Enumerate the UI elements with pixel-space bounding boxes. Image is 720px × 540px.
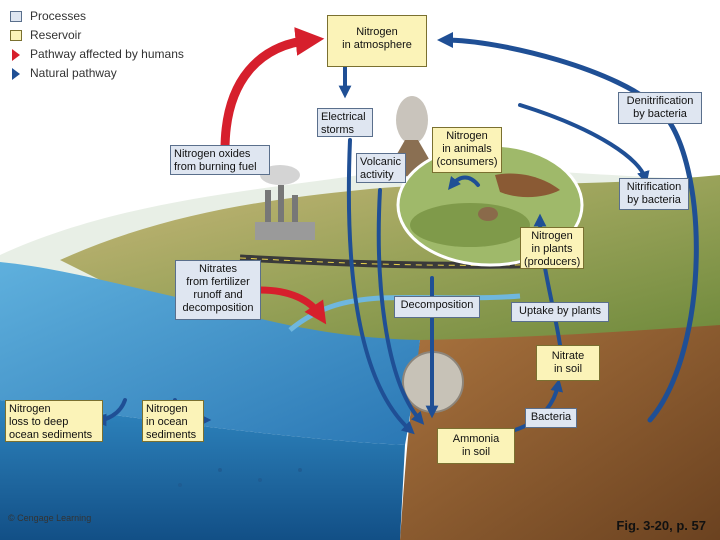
process-nitrification: Nitrification by bacteria xyxy=(619,178,689,210)
reservoir-ammonia-soil: Ammonia in soil xyxy=(437,428,515,464)
process-nitrogen-oxides: Nitrogen oxides from burning fuel xyxy=(170,145,270,175)
human-arrow-icon xyxy=(12,49,20,61)
reservoir-swatch xyxy=(10,30,22,41)
legend-natural-label: Natural pathway xyxy=(30,66,117,80)
legend: Processes Reservoir Pathway affected by … xyxy=(10,8,190,84)
process-volcanic-activity: Volcanic activity xyxy=(356,153,406,183)
process-decomposition: Decomposition xyxy=(394,296,480,318)
process-uptake: Uptake by plants xyxy=(511,302,609,322)
reservoir-animals: Nitrogen in animals (consumers) xyxy=(432,127,502,173)
factory xyxy=(255,165,315,240)
process-denitrification: Denitrification by bacteria xyxy=(618,92,702,124)
process-nitrates-runoff: Nitrates from fertilizer runoff and deco… xyxy=(175,260,261,320)
reservoir-nitrate-soil: Nitrate in soil xyxy=(536,345,600,381)
natural-arrow-icon xyxy=(12,68,20,80)
figure-caption: Fig. 3-20, p. 57 xyxy=(616,518,706,533)
legend-reservoir-label: Reservoir xyxy=(30,28,82,42)
process-swatch xyxy=(10,11,22,22)
arrow-volcanic-to-soil xyxy=(376,188,425,425)
sediment-dots xyxy=(178,468,302,487)
process-electrical-storms: Electrical storms xyxy=(317,108,373,137)
arrow-plants-to-animals xyxy=(447,175,480,190)
arrow-nitrification xyxy=(518,103,650,185)
reservoir-ocean-sediments: Nitrogen in ocean sediments xyxy=(142,400,204,442)
volcano-plume xyxy=(396,96,428,144)
legend-processes: Processes xyxy=(10,8,190,27)
reservoir-atmosphere: Nitrogen in atmosphere xyxy=(327,15,427,67)
legend-reservoir: Reservoir xyxy=(10,27,190,46)
human-pathways xyxy=(220,27,327,325)
arrow-oxides-to-atmosphere xyxy=(220,27,325,155)
legend-human: Pathway affected by humans xyxy=(10,46,190,65)
legend-natural: Natural pathway xyxy=(10,65,190,84)
legend-processes-label: Processes xyxy=(30,9,87,23)
arrow-storm-to-soil xyxy=(346,138,415,435)
soil-block xyxy=(400,325,720,540)
credit-line: © Cengage Learning xyxy=(8,513,92,523)
reservoir-plants: Nitrogen in plants (producers) xyxy=(520,227,584,269)
ocean-surface xyxy=(0,262,420,445)
arrow-runoff-to-ocean xyxy=(256,286,327,325)
process-bacteria: Bacteria xyxy=(525,408,577,428)
reservoir-ocean-loss: Nitrogen loss to deep ocean sediments xyxy=(5,400,103,442)
legend-human-label: Pathway affected by humans xyxy=(30,47,184,61)
